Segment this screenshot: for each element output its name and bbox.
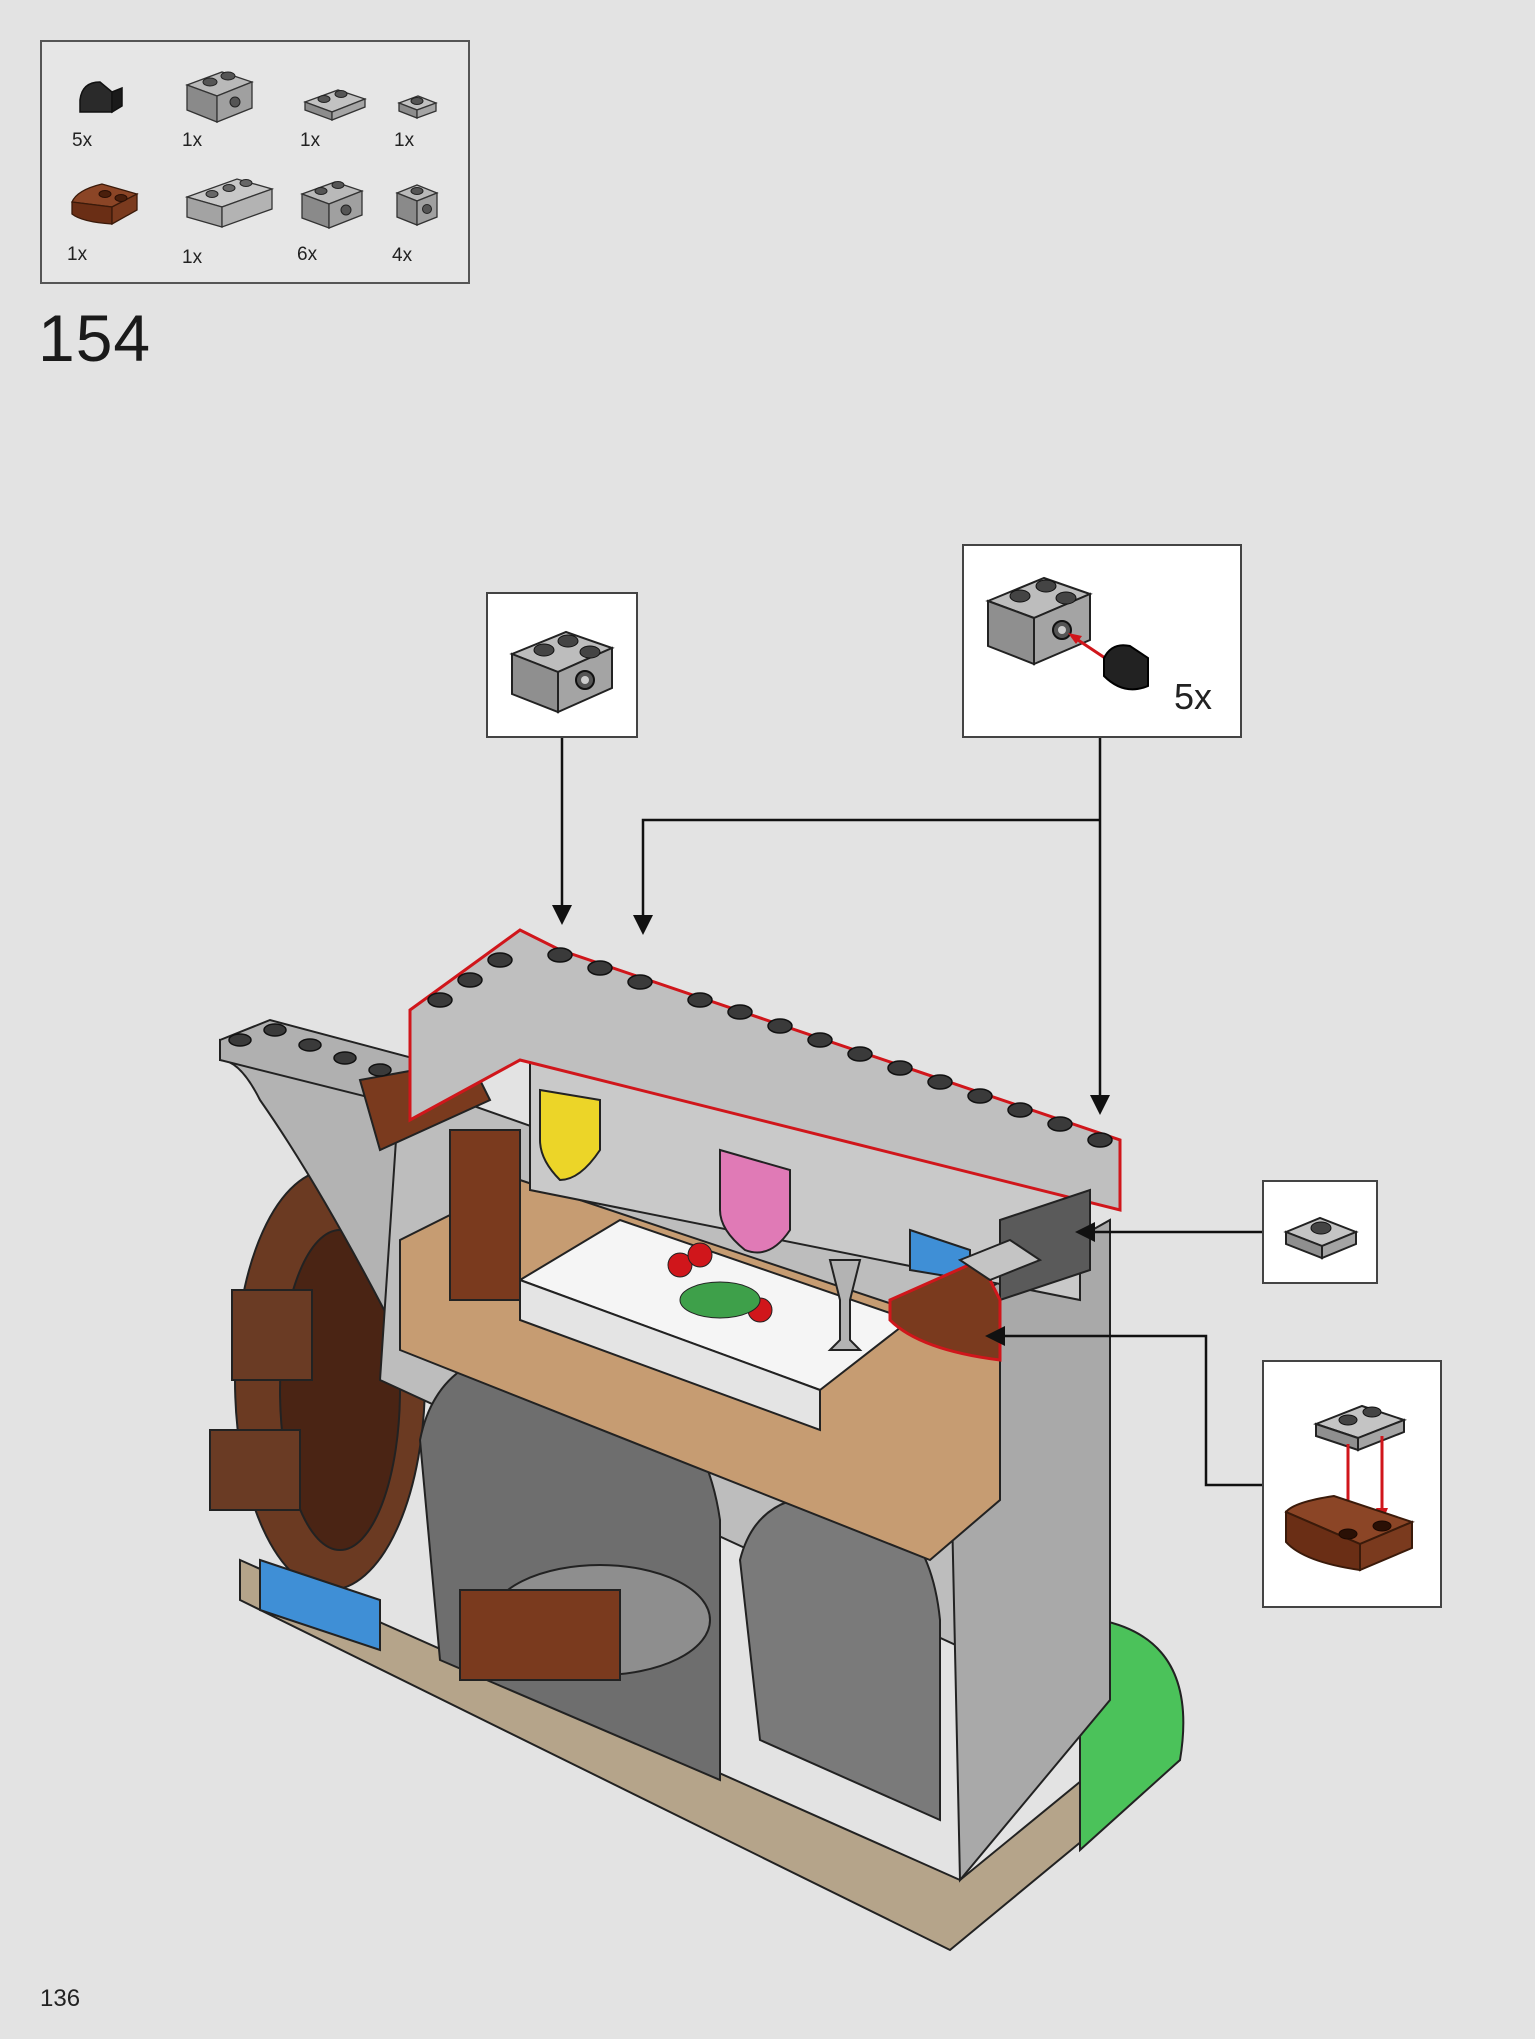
arrows bbox=[560, 738, 1262, 1487]
grey-plate-1x2-icon bbox=[303, 89, 367, 121]
arrow-heads bbox=[552, 905, 1110, 1346]
brick-with-slope-subassembly-icon bbox=[985, 576, 1149, 691]
highlighted-new-wall bbox=[408, 928, 1122, 1212]
shield-pink bbox=[719, 1148, 791, 1254]
part-item: 4x bbox=[392, 175, 492, 285]
grey-brick-1x1-with-hole-icon bbox=[395, 184, 439, 226]
part-qty: 1x bbox=[182, 130, 203, 151]
shield-yellow bbox=[539, 1088, 601, 1182]
part-qty: 1x bbox=[182, 247, 203, 268]
part-qty: 6x bbox=[297, 244, 318, 265]
part-item: 1x bbox=[67, 172, 167, 282]
part-qty: 1x bbox=[67, 244, 88, 265]
new-brown-plate bbox=[888, 1258, 1002, 1362]
flower-leaves bbox=[679, 1281, 761, 1319]
part-item: 1x bbox=[182, 60, 282, 170]
callout-subassembly: 5x bbox=[962, 544, 1242, 738]
parts-list-box: 5x 1x 1x 1x bbox=[40, 40, 470, 284]
grain-bin bbox=[459, 1589, 621, 1681]
part-qty: 4x bbox=[392, 245, 413, 266]
part-item: 1x bbox=[182, 167, 282, 277]
page-number: 136 bbox=[40, 1985, 81, 2012]
multiplier-label: 5x bbox=[1174, 676, 1213, 717]
new-grey-plate bbox=[957, 1238, 1043, 1282]
grey-brick-1x2-with-hole-icon bbox=[509, 630, 615, 714]
callout-brick-with-hole bbox=[486, 592, 638, 738]
goblet bbox=[827, 1259, 863, 1351]
grey-brick-1x2-with-hole-icon bbox=[185, 71, 254, 123]
part-item: 5x bbox=[72, 70, 172, 180]
chair bbox=[449, 1129, 521, 1301]
plate-on-brown-curved-plate-icon bbox=[1284, 1404, 1415, 1572]
water-tiles bbox=[259, 1558, 381, 1652]
brown-curved-plate-icon bbox=[71, 183, 139, 226]
stud-row bbox=[427, 947, 1113, 1148]
part-qty: 1x bbox=[394, 130, 415, 151]
part-item: 1x bbox=[394, 86, 494, 196]
left-stud-row bbox=[228, 1023, 392, 1077]
grey-brick-1x3-icon bbox=[184, 178, 275, 228]
part-qty: 5x bbox=[72, 130, 93, 151]
callout-plate-on-brown bbox=[1262, 1360, 1442, 1608]
grey-plate-1x1-icon bbox=[1283, 1216, 1359, 1260]
table-cloth bbox=[519, 1278, 821, 1432]
part-item: 6x bbox=[297, 172, 397, 282]
step-number: 154 bbox=[38, 301, 152, 375]
grey-brick-1x2-technic-icon bbox=[300, 181, 364, 229]
part-item: 1x bbox=[300, 82, 400, 192]
callout-plate-1x1 bbox=[1262, 1180, 1378, 1284]
grey-plate-1x1-icon bbox=[397, 95, 438, 119]
black-curved-slope-1x1-icon bbox=[79, 81, 123, 114]
part-qty: 1x bbox=[300, 130, 321, 151]
